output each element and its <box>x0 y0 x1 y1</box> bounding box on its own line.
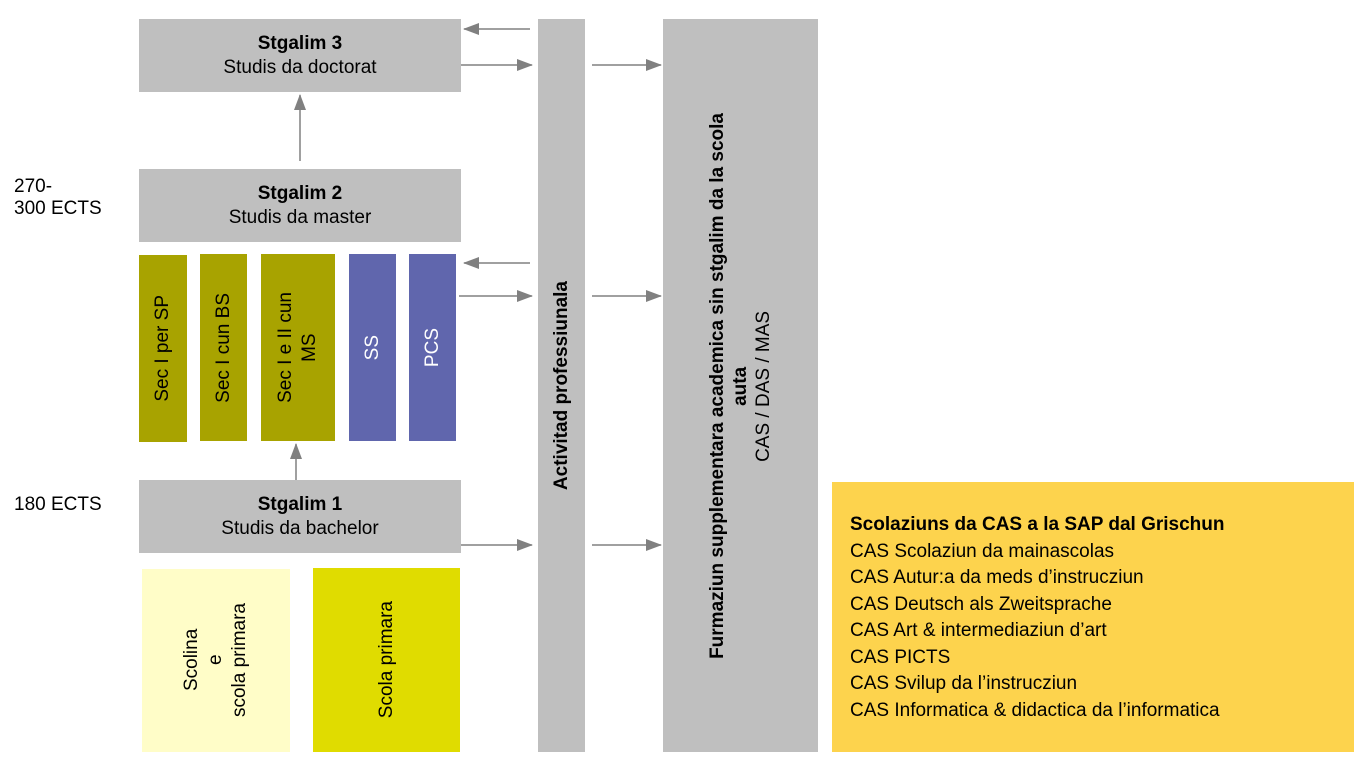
ects-label-bachelor: 180 ECTS <box>14 494 102 515</box>
program-kindergarten-primary: Scolina e scola primara <box>142 569 290 752</box>
ects-label-master-line1: 270- <box>14 176 53 197</box>
stage1-bachelor-box: Stgalim 1 Studis da bachelor <box>139 480 461 553</box>
professional-activity-column: Activitad professiunala <box>538 19 585 752</box>
cas-program-item: CAS Informatica & didactica da l’informa… <box>850 699 1220 721</box>
program-ss: SS <box>349 254 396 441</box>
ects-label-master-line2: 300 ECTS <box>14 198 102 219</box>
cas-program-item: CAS Scolaziun da mainascolas <box>850 540 1115 562</box>
program-primary: Scola primara <box>313 568 460 752</box>
program-pcs: PCS <box>409 254 456 441</box>
cas-program-item: CAS Autur:a da meds d’instrucziun <box>850 567 1144 588</box>
continuing-education-column: Furmaziun supplementara academica sin st… <box>663 19 818 752</box>
cas-program-item: CAS PICTS <box>850 646 951 668</box>
program-sec1-2-ms: Sec I e II cun MS <box>261 254 335 441</box>
ects-label-master: 270- 300 ECTS <box>14 176 102 220</box>
stage3-subtitle: Studis da doctorat <box>223 56 377 78</box>
cas-programs-box: Scolaziuns da CAS a la SAP dal Grischun … <box>832 482 1354 752</box>
stage1-subtitle: Studis da bachelor <box>221 517 379 539</box>
stage2-subtitle: Studis da master <box>228 206 372 228</box>
stage1-title: Stgalim 1 <box>257 493 343 515</box>
cas-program-item: CAS Art & intermediaziun d’art <box>850 620 1107 641</box>
stage3-title: Stgalim 3 <box>257 32 343 54</box>
cas-program-item: CAS Deutsch als Zweitsprache <box>850 593 1112 615</box>
cas-programs-heading: Scolaziuns da CAS a la SAP dal Grischun <box>850 514 1225 535</box>
cas-program-item: CAS Svilup da l’instrucziun <box>850 673 1078 694</box>
stage2-master-box: Stgalim 2 Studis da master <box>139 169 461 242</box>
stage3-doctorate-box: Stgalim 3 Studis da doctorat <box>139 19 461 92</box>
program-sec1-bs: Sec I cun BS <box>200 254 247 441</box>
program-sec1-sp: Sec I per SP <box>139 255 187 442</box>
stage2-title: Stgalim 2 <box>257 182 343 204</box>
